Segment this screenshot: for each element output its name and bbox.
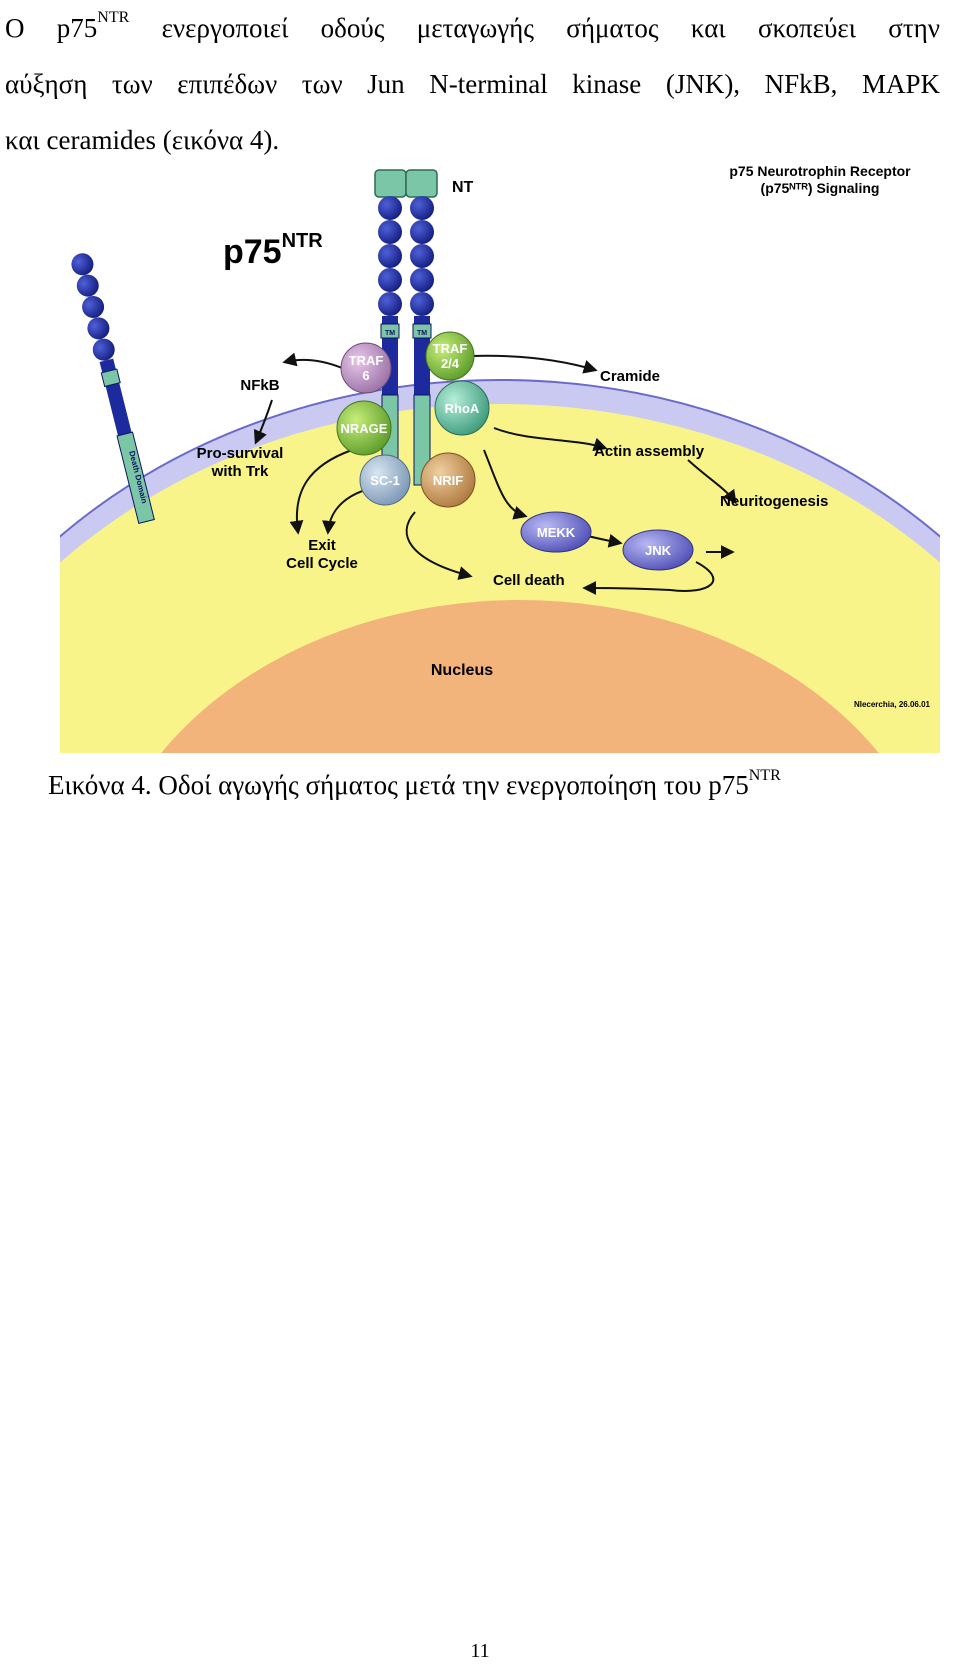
node-nrage: NRAGE (336, 400, 392, 456)
paragraph-line-2: αύξηση των επιπέδων των Jun N-terminal k… (5, 69, 940, 99)
label-exit: Exit (308, 537, 336, 554)
label-cell-cycle: Cell Cycle (286, 555, 358, 572)
label-nfkb: NFkB (240, 377, 279, 394)
ntr-superscript: NTR (97, 9, 130, 26)
svg-text:TM: TM (385, 330, 395, 337)
label-pro-survival-2: with Trk (211, 463, 269, 480)
svg-text:NRAGE: NRAGE (341, 421, 388, 436)
label-neuritogenesis: Neuritogenesis (720, 493, 828, 510)
label-nucleus: Nucleus (431, 662, 493, 679)
node-nrif: NRIF (420, 452, 476, 508)
page-number: 11 (470, 1640, 490, 1662)
svg-text:TRAF: TRAF (433, 341, 468, 356)
svg-text:MEKK: MEKK (537, 525, 576, 540)
paragraph-line-1: Ο p75NTR ενεργοποιεί οδούς μεταγωγής σήμ… (5, 9, 940, 44)
caption-superscript: NTR (748, 767, 781, 784)
node-rhoa: RhoA (434, 380, 490, 436)
signaling-diagram: p75 Neurotrophin Receptor (p75ᴺᵀᴿ) Signa… (60, 163, 940, 753)
nucleus (161, 600, 879, 753)
node-traf24: TRAF 2/4 (425, 331, 475, 381)
node-jnk: JNK (622, 529, 694, 571)
figure-title-line-2: (p75ᴺᵀᴿ) Signaling (761, 180, 880, 196)
label-cell-death: Cell death (493, 572, 565, 589)
svg-text:TM: TM (417, 330, 427, 337)
paragraph-line-3: και ceramides (εικόνα 4). (5, 125, 280, 155)
svg-text:SC-1: SC-1 (370, 473, 400, 488)
node-sc1: SC-1 (359, 454, 411, 506)
node-traf6: TRAF 6 (340, 342, 392, 394)
label-actin-assembly: Actin assembly (594, 443, 705, 460)
svg-text:NRIF: NRIF (433, 473, 463, 488)
receptor-label: p75NTR (223, 230, 323, 271)
svg-text:TRAF: TRAF (349, 353, 384, 368)
figure-title-line-1: p75 Neurotrophin Receptor (729, 163, 911, 179)
intro-paragraph: Ο p75NTR ενεργοποιεί οδούς μεταγωγής σήμ… (5, 0, 940, 168)
figure-credit: Nlecerchia, 26.06.01 (854, 700, 931, 709)
label-pro-survival-1: Pro-survival (197, 445, 284, 462)
label-cramide: Cramide (600, 368, 660, 385)
receptor-dimer: TM TM (374, 169, 438, 486)
svg-text:RhoA: RhoA (445, 401, 480, 416)
ligand-label: NT (452, 179, 474, 196)
svg-text:6: 6 (362, 368, 369, 383)
pathway-arrows (253, 352, 737, 596)
receptor-monomer: Death Domain (71, 253, 155, 524)
svg-text:2/4: 2/4 (441, 356, 460, 371)
p75-signaling-figure: p75 Neurotrophin Receptor (p75ᴺᵀᴿ) Signa… (60, 160, 940, 753)
figure-caption: Εικόνα 4. Οδοί αγωγής σήματος μετά την ε… (48, 767, 781, 801)
node-mekk: MEKK (520, 511, 592, 553)
svg-text:JNK: JNK (645, 543, 672, 558)
